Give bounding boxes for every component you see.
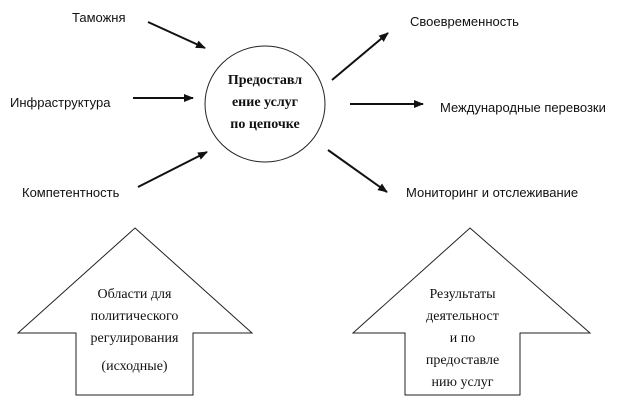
output-monitoring: Мониторинг и отслеживание xyxy=(406,185,579,200)
right-arrow-line: и по xyxy=(449,331,476,346)
right-arrow-line: деятельност xyxy=(426,309,499,324)
center-line: по цепочке xyxy=(230,117,300,132)
input-infrastructure: Инфраструктура xyxy=(10,95,111,110)
right-block-arrow xyxy=(351,227,592,396)
input-customs: Таможня xyxy=(72,10,126,25)
arrow-customs xyxy=(147,21,206,49)
output-timeliness: Своевременность xyxy=(410,14,519,29)
left-arrow-line: Области для xyxy=(97,287,172,302)
left-arrow-line: политического xyxy=(90,309,179,324)
center-line: ение услуг xyxy=(231,95,299,110)
left-arrow-line: (исходные) xyxy=(101,359,168,374)
center-ellipse xyxy=(204,45,326,163)
output-international: Международные перевозки xyxy=(440,100,606,115)
arrow-timeliness xyxy=(331,32,389,81)
arrow-monitoring xyxy=(327,149,388,193)
input-competence: Компетентность xyxy=(22,185,120,200)
arrow-competence xyxy=(137,151,208,188)
center-line: Предоставл xyxy=(227,73,303,88)
right-arrow-label: Результаты деятельност и по предоставле … xyxy=(405,284,520,394)
left-block-arrow xyxy=(16,227,254,396)
left-arrow-label: Области для политического регулирования … xyxy=(76,284,193,378)
center-label: Предоставл ение услуг по цепочке xyxy=(205,70,325,136)
right-arrow-line: нию услуг xyxy=(431,375,494,390)
left-arrow-line: регулирования xyxy=(90,331,179,346)
right-arrow-line: Результаты xyxy=(429,287,496,302)
right-arrow-line: предоставле xyxy=(425,353,500,368)
